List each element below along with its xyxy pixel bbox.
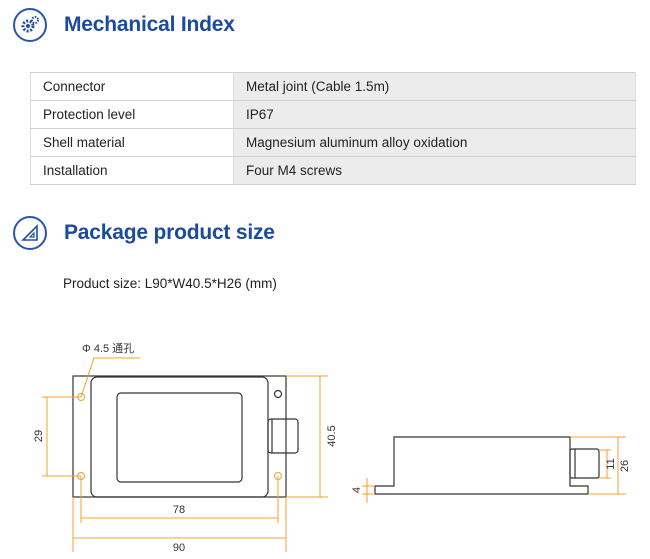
set-square-icon <box>13 216 47 250</box>
screen-window <box>116 392 243 483</box>
row-label: Shell material <box>30 128 234 157</box>
connector <box>267 418 299 454</box>
row-label: Protection level <box>30 100 234 129</box>
flange-outline <box>72 375 287 498</box>
dim-height: 40.5 <box>326 425 338 446</box>
product-size-text: Product size: L90*W40.5*H26 (mm) <box>63 276 277 291</box>
hole-leader <box>80 357 140 398</box>
gears-icon <box>13 8 47 42</box>
row-value: Four M4 screws <box>233 156 636 185</box>
dim-base: 4 <box>351 487 363 493</box>
section-title: Mechanical Index <box>64 13 235 36</box>
dim-hole-spacing-h: 78 <box>173 504 185 516</box>
dim-length: 90 <box>173 542 185 554</box>
hole-label: Φ 4.5 通孔 <box>82 342 134 355</box>
row-label: Connector <box>30 72 234 101</box>
connector <box>569 448 600 479</box>
mounting-hole <box>273 389 283 399</box>
dim-hole-spacing-v: 29 <box>33 430 45 442</box>
row-value: Magnesium aluminum alloy oxidation <box>233 128 636 157</box>
section-header-package: Package product size <box>13 216 275 250</box>
top-view <box>72 375 299 498</box>
side-view <box>374 436 600 495</box>
row-value: Metal joint (Cable 1.5m) <box>233 72 636 101</box>
dim-total-height: 26 <box>619 460 631 472</box>
section-header-mechanical: Mechanical Index <box>13 8 235 42</box>
row-label: Installation <box>30 156 234 185</box>
dim-connector: 11 <box>605 458 617 469</box>
row-value: IP67 <box>233 100 636 129</box>
section-title: Package product size <box>64 221 275 244</box>
